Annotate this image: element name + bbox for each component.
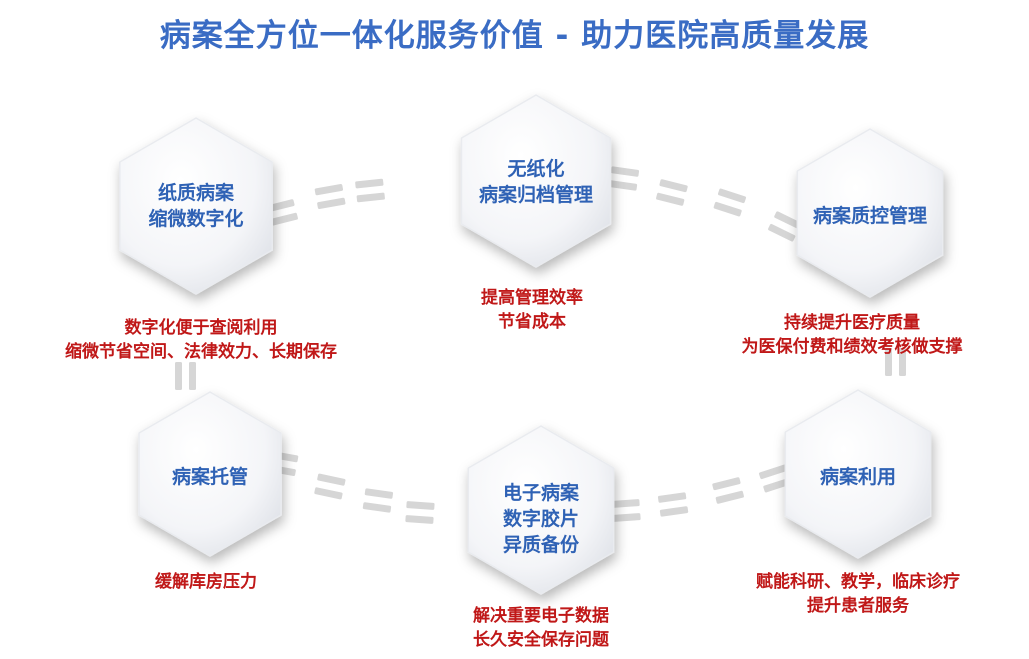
connector-dash [355,178,384,189]
hexagon-quality-control [796,128,944,298]
hexagon-record-utilization [784,389,932,559]
desc-line: 节省成本 [498,312,566,332]
node-label-line: 病案归档管理 [478,184,593,206]
node-desc-quality-control: 持续提升医疗质量 为医保付费和绩效考核做支撑 [687,311,1017,359]
desc-line: 提升患者服务 [807,596,909,616]
desc-line: 提高管理效率 [481,288,583,308]
node-label-custody: 病案托管 [115,464,305,490]
node-label-paperless-archiving: 无纸化 病案归档管理 [441,156,631,208]
connector-dash [659,506,689,517]
connector-dash [610,166,640,177]
node-desc-custody: 缓解库房压力 [41,570,371,594]
node-desc-paperless-archiving: 提高管理效率 节省成本 [367,286,697,334]
page-title: 病案全方位一体化服务价值 - 助力医院高质量发展 [159,18,870,54]
connector-dash [899,348,906,376]
connector-dash [175,362,182,390]
connector-dash [405,515,434,524]
desc-line: 赋能科研、教学，临床诊疗 [756,572,960,592]
node-label-line: 电子病案 [502,482,579,504]
connector-dash [406,501,435,510]
connector-dash [612,513,641,522]
node-desc-electronic-records: 解决重要电子数据 长久安全保存问题 [376,604,706,652]
connector-dash [768,223,796,242]
node-label-record-utilization: 病案利用 [763,464,953,490]
connector-dash [712,477,741,491]
connector-dash [774,211,802,229]
connector-dash [356,192,385,203]
desc-line: 长久安全保存问题 [473,630,609,650]
connector-dash [763,477,792,493]
hexagon-electronic-records [467,425,615,595]
desc-line: 解决重要电子数据 [473,606,609,626]
connector-dash [266,199,295,213]
connector-dash [269,212,298,226]
hexagon-paper-digitization [119,117,273,295]
connector-dash [656,192,685,206]
connector-dash [314,183,344,196]
connector-dash [885,348,892,376]
desc-line: 数字化便于查阅利用 [124,318,278,338]
node-label-quality-control: 病案质控管理 [775,203,965,229]
node-label-line: 病案利用 [819,466,896,488]
connector-dashes [175,166,906,524]
connector-dash [317,473,346,486]
node-label-line: 异质备份 [502,534,579,556]
connector-dash [713,201,742,217]
connector-dash [611,499,640,508]
connector-dash [718,188,747,204]
hexagon-custody [138,391,282,557]
connector-dash [362,502,392,513]
node-label-line: 缩微数字化 [148,208,244,230]
connector-dash [364,488,394,499]
hexagon-layer [119,94,944,595]
node-label-line: 病案托管 [171,466,248,488]
connector-dash [317,197,346,210]
connector-dash [608,180,638,191]
node-label-paper-digitization: 纸质病案 缩微数字化 [101,180,291,232]
desc-line: 缩微节省空间、法律效力、长期保存 [65,342,337,362]
node-label-electronic-records: 电子病案 数字胶片 异质备份 [446,480,636,558]
connector-dash [715,490,744,504]
node-label-line: 无纸化 [507,158,565,180]
desc-line: 缓解库房压力 [155,572,257,592]
node-desc-record-utilization: 赋能科研、教学，临床诊疗 提升患者服务 [693,570,1023,618]
connector-dash [657,492,687,503]
connector-dash [659,179,688,193]
node-label-line: 数字胶片 [502,508,579,530]
desc-line: 持续提升医疗质量 [784,313,920,333]
connector-dash [189,362,196,390]
connector-dash [314,487,343,500]
desc-line: 为医保付费和绩效考核做支撑 [741,337,963,357]
hexagon-paperless-archiving [460,94,612,268]
node-label-line: 纸质病案 [157,182,234,204]
node-desc-paper-digitization: 数字化便于查阅利用 缩微节省空间、法律效力、长期保存 [36,316,366,364]
connector-dash [758,464,787,480]
node-label-line: 病案质控管理 [812,205,927,227]
